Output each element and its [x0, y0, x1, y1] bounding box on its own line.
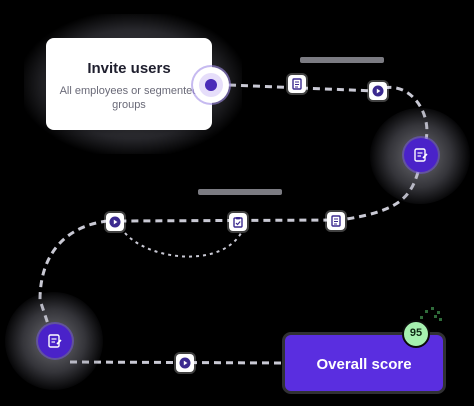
step-label-bar-middle: [198, 189, 282, 195]
play-icon[interactable]: [176, 354, 194, 372]
connector-hub1-to-middle: [117, 171, 420, 223]
sparkle-dots: [420, 307, 442, 321]
document-icon[interactable]: [327, 212, 345, 230]
target-icon[interactable]: [193, 67, 229, 103]
invite-users-subtitle: All employees or segmented groups: [59, 85, 199, 111]
invite-users-card[interactable]: Invite users All employees or segmented …: [46, 38, 212, 130]
step-label-bar-top: [300, 57, 384, 63]
invite-users-title: Invite users: [87, 60, 171, 77]
survey-icon[interactable]: [38, 324, 72, 358]
play-icon[interactable]: [369, 82, 387, 100]
target-dot: [205, 79, 217, 91]
survey-icon[interactable]: [404, 138, 438, 172]
clipboard-icon[interactable]: [229, 213, 247, 231]
overall-score-title: Overall score: [316, 356, 412, 373]
score-badge: 95: [402, 320, 430, 348]
document-icon[interactable]: [288, 75, 306, 93]
play-icon[interactable]: [106, 213, 124, 231]
connector-middle-arc: [117, 220, 246, 258]
score-badge-value: 95: [409, 327, 423, 339]
target-inner: [199, 73, 223, 97]
